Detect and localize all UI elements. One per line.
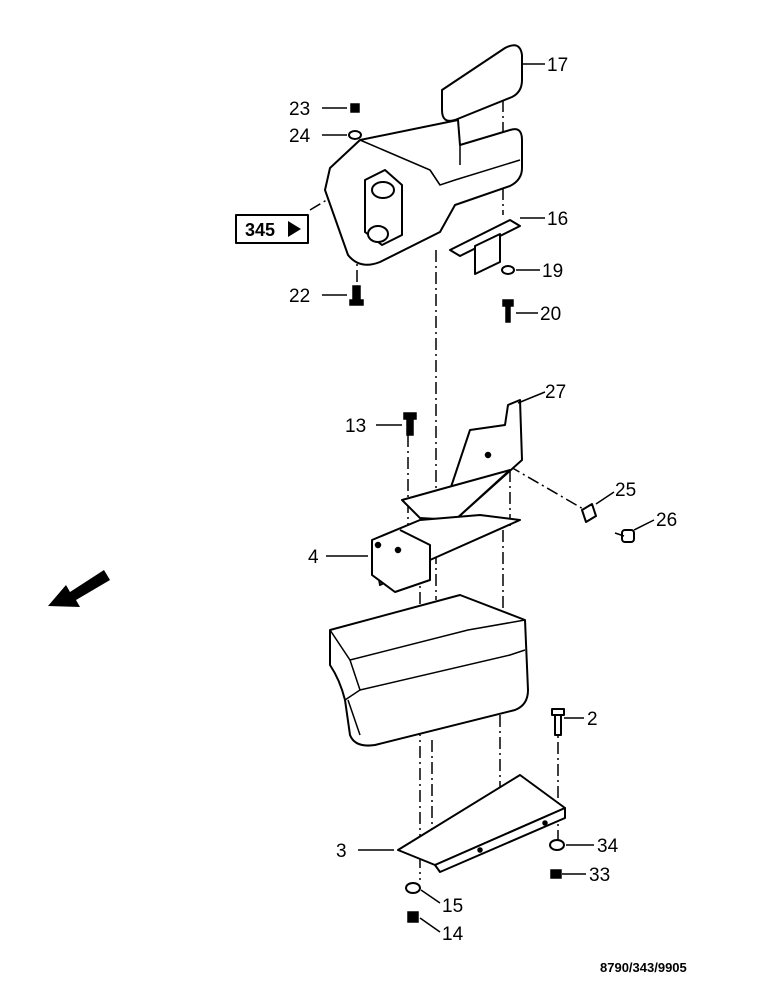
bracket-27	[401, 399, 523, 521]
reference-box-345[interactable]: 345	[235, 214, 309, 244]
nut-33-icon	[550, 869, 562, 879]
washer-25-icon	[581, 503, 597, 523]
washer-34-icon	[549, 839, 565, 851]
callout-22: 22	[289, 286, 310, 307]
callout-16: 16	[547, 209, 568, 230]
nut-14-icon	[407, 911, 419, 923]
bolt-26-icon	[614, 529, 635, 543]
callout-15: 15	[442, 896, 463, 917]
storage-tray	[329, 594, 529, 747]
armrest-console	[324, 119, 523, 266]
nut-23-icon	[350, 103, 360, 113]
callout-20: 20	[540, 304, 561, 325]
hardware-lower	[403, 412, 635, 923]
bolt-20-icon	[502, 299, 514, 323]
callout-25: 25	[615, 480, 636, 501]
drawing-code: 8790/343/9905	[600, 960, 687, 975]
hardware-top	[348, 103, 515, 323]
bracket-16	[449, 219, 521, 275]
washer-19-icon	[501, 265, 515, 275]
callout-numbers: 17 23 24 16 19 20 22 27 13 25 26 4 2 3 3…	[289, 55, 677, 945]
callout-34: 34	[597, 836, 619, 857]
callout-27: 27	[545, 382, 566, 403]
callout-14: 14	[442, 924, 464, 945]
callout-23: 23	[289, 99, 310, 120]
washer-15-icon	[405, 882, 421, 894]
bolt-22-icon	[349, 285, 364, 306]
callout-24: 24	[289, 126, 311, 147]
armrest-pad	[441, 44, 523, 122]
callout-19: 19	[542, 261, 563, 282]
reference-box-label: 345	[245, 220, 275, 240]
washer-24-icon	[348, 130, 362, 140]
bolt-13-icon	[403, 412, 417, 436]
leader-lines	[322, 63, 655, 933]
callout-26: 26	[656, 510, 677, 531]
callout-3: 3	[336, 841, 347, 862]
callout-33: 33	[589, 865, 610, 886]
direction-arrow-icon	[48, 570, 110, 607]
callout-13: 13	[345, 416, 366, 437]
base-plate-3	[397, 774, 566, 873]
callout-17: 17	[547, 55, 568, 76]
channel-bracket-4	[371, 514, 521, 593]
callout-4: 4	[308, 547, 319, 568]
bolt-2-icon	[551, 708, 565, 736]
right-triangle-icon	[288, 221, 301, 237]
callout-2: 2	[587, 709, 598, 730]
